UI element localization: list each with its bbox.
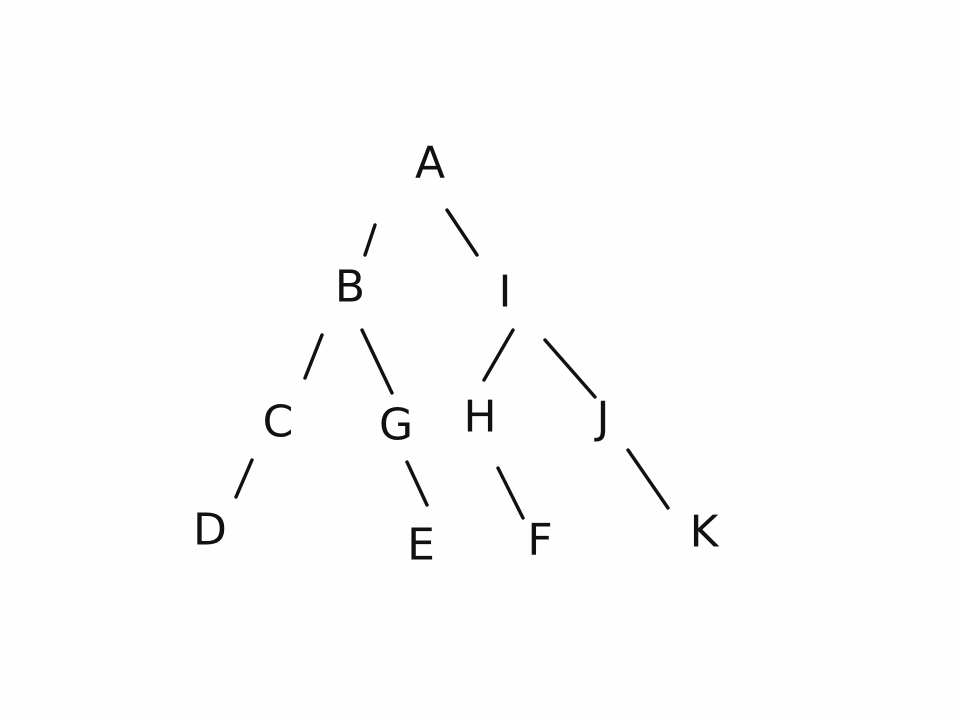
node-b: B [335,262,365,313]
node-k: K [690,507,720,558]
edge-b-c [303,333,324,380]
edges-layer [234,208,670,520]
edge-i-h [482,328,515,382]
node-j: J [594,393,610,444]
node-d: D [193,505,227,556]
node-h: H [463,392,496,443]
edge-a-b [363,223,377,257]
edge-c-d [234,458,254,499]
node-i: I [499,267,512,318]
edge-i-j [543,338,597,399]
edge-a-i [445,208,479,257]
edge-g-e [405,460,429,507]
node-f: F [527,515,552,566]
edge-b-g [360,328,394,395]
node-c: C [263,397,294,448]
edge-h-f [496,466,525,520]
node-g: G [379,400,413,451]
node-a: A [415,138,445,189]
node-e: E [407,520,435,571]
edge-j-k [626,448,670,510]
